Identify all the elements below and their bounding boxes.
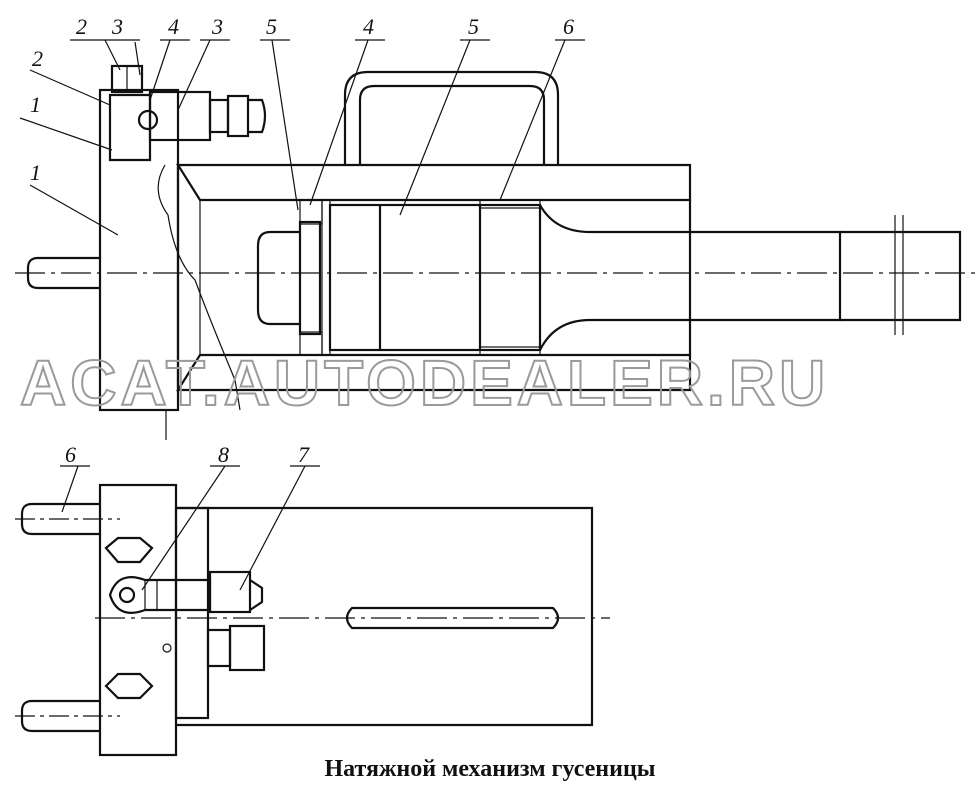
- lifting-handle: [343, 70, 560, 165]
- callout-1a: 1: [30, 92, 41, 117]
- callout-4b: 4: [363, 14, 374, 39]
- callout-6a: 6: [563, 14, 574, 39]
- callout-2b: 2: [32, 46, 43, 71]
- callout-5a: 5: [266, 14, 277, 39]
- piston: [328, 199, 542, 356]
- cylinder-top-wall: [176, 163, 692, 202]
- callout-3a: 3: [111, 14, 123, 39]
- fitting-nut-lower: [206, 624, 266, 672]
- callout-2a: 2: [76, 14, 87, 39]
- watermark: ACAT.AUTODEALER.RU: [20, 347, 829, 419]
- slot: [345, 606, 560, 630]
- grease-valve-top: [108, 64, 267, 162]
- callout-3b: 3: [211, 14, 223, 39]
- piston-nose: [256, 230, 300, 326]
- plan-view: 6 8 7: [15, 442, 610, 757]
- grease-fitting-bottom: [108, 570, 264, 614]
- callout-6b: 6: [65, 442, 76, 467]
- callout-7: 7: [298, 442, 310, 467]
- flange: [98, 483, 178, 757]
- callout-1b: 1: [30, 160, 41, 185]
- callout-5b: 5: [468, 14, 479, 39]
- leaders-top: [19, 39, 585, 236]
- callout-8: 8: [218, 442, 229, 467]
- callout-4a: 4: [168, 14, 179, 39]
- figure-caption: Натяжной механизм гусеницы: [324, 756, 656, 782]
- section-view: 2 3 4 3 5 4 5 6 2 1 1: [15, 14, 975, 440]
